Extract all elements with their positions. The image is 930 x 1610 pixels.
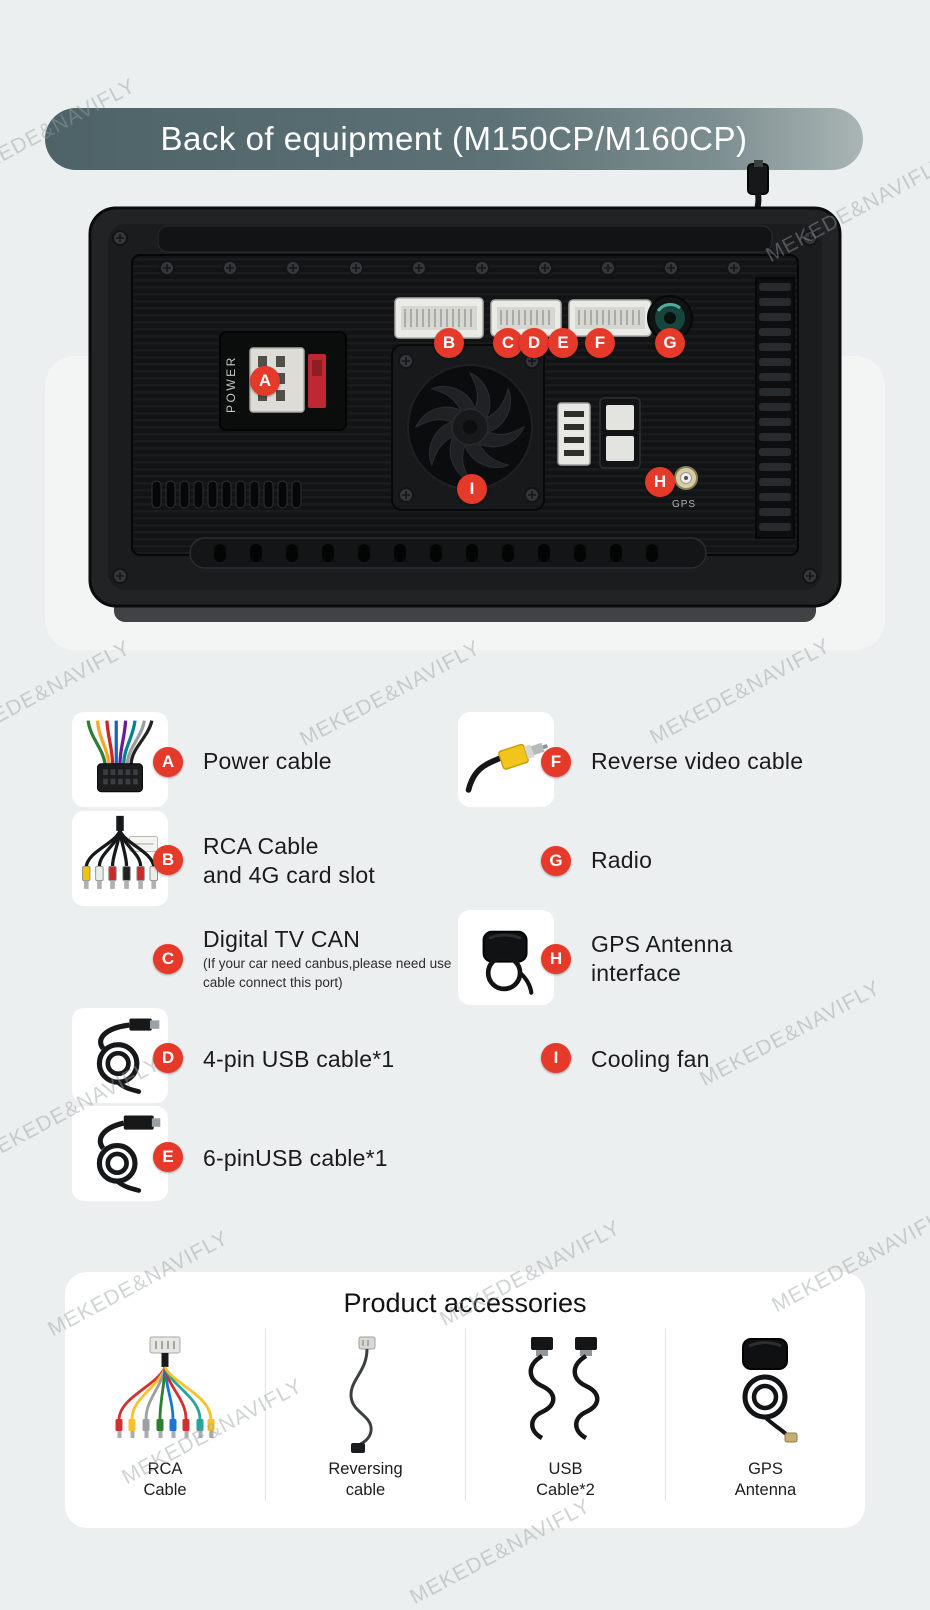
legend-label-e: 6-pinUSB cable*1 xyxy=(203,1145,388,1171)
cooling-fan xyxy=(391,344,545,511)
board-connectors xyxy=(557,397,641,469)
legend-badge-f: F xyxy=(541,747,571,777)
power-cable-image xyxy=(72,712,168,807)
top-bezel-bar xyxy=(157,225,773,253)
power-print: POWER xyxy=(224,355,238,413)
accessory-gps-antenna-label-line1: GPS xyxy=(748,1460,783,1478)
legend-label-h: GPS Antenna interface xyxy=(591,930,733,988)
reverse-video-icon xyxy=(465,742,549,793)
gps-print: GPS xyxy=(672,499,696,510)
page-title: Back of equipment (M150CP/M160CP) xyxy=(160,120,748,157)
accessory-rca-cable-label-line1: RCA xyxy=(147,1460,183,1478)
rca-cable-icon xyxy=(82,815,158,889)
legend-label-f: Reverse video cable xyxy=(591,748,804,774)
antenna-plug-tip xyxy=(754,160,763,167)
callout-a: A xyxy=(250,366,280,396)
antenna-plug xyxy=(747,163,769,195)
legend-badge-b: B xyxy=(153,845,183,875)
device-photo: POWER xyxy=(72,160,858,640)
gps-connector: GPS xyxy=(672,466,698,510)
device-back-illustration: POWER xyxy=(88,160,842,622)
bottom-slot-strip xyxy=(189,537,707,569)
usb4-cable-image xyxy=(72,1008,168,1103)
legend-label-b: RCA Cable and 4G card slot xyxy=(203,832,375,890)
gps-antenna-image xyxy=(458,910,554,1005)
legend-label-h-line2: interface xyxy=(591,960,682,986)
legend-label-h-line1: GPS Antenna xyxy=(591,931,733,957)
callout-b: B xyxy=(434,328,464,358)
legend-badge-c: C xyxy=(153,944,183,974)
accessory-reversing-cable-icon xyxy=(348,1336,375,1453)
legend-badge-i: I xyxy=(541,1043,571,1073)
accessory-rca-cable: RCA Cable xyxy=(65,1329,265,1501)
banner: Back of equipment (M150CP/M160CP) xyxy=(45,108,863,170)
watermark-text: MEKEDE&NAVIFLY xyxy=(696,976,885,1091)
accessory-reversing-cable-label-line2: cable xyxy=(345,1481,386,1499)
vent-slots xyxy=(151,480,302,509)
legend-label-b-line2: and 4G card slot xyxy=(203,862,375,888)
legend-label-g: Radio xyxy=(591,847,653,873)
legend-label-b-line1: RCA Cable xyxy=(203,833,319,859)
watermark-text: MEKEDE&NAVIFLY xyxy=(646,634,835,749)
accessory-usb-cable-icon xyxy=(528,1337,599,1440)
accessory-usb-cable-label-line2: Cable*2 xyxy=(536,1481,595,1499)
accessories-title: Product accessories xyxy=(343,1288,587,1318)
legend-badge-h: H xyxy=(541,944,571,974)
harness-connector-ef xyxy=(568,299,652,337)
power-socket: POWER xyxy=(219,331,347,431)
callout-g: G xyxy=(655,328,685,358)
callout-d: D xyxy=(519,328,549,358)
usb6-cable-image xyxy=(72,1106,168,1201)
reverse-video-image xyxy=(458,712,554,807)
callout-e: E xyxy=(548,328,578,358)
rca-cable-image xyxy=(72,811,168,906)
usb-6pin-icon xyxy=(96,1115,161,1193)
legend-badge-g: G xyxy=(541,846,571,876)
watermark-text: MEKEDE&NAVIFLY xyxy=(296,636,485,751)
accessory-usb-cable-label-line1: USB xyxy=(548,1460,583,1478)
legend-badge-d: D xyxy=(153,1043,183,1073)
accessory-reversing-cable-label-line1: Reversing xyxy=(328,1460,403,1478)
callout-i: I xyxy=(457,474,487,504)
power-cable-icon xyxy=(86,720,154,793)
legend-badge-e: E xyxy=(153,1142,183,1172)
accessory-rca-cable-label-line2: Cable xyxy=(143,1481,187,1499)
accessory-gps-antenna-label: GPS Antenna xyxy=(735,1459,796,1501)
legend-label-a: Power cable xyxy=(203,748,332,774)
accessory-gps-antenna: GPS Antenna xyxy=(665,1329,865,1501)
accessory-reversing-cable-label: Reversing cable xyxy=(328,1459,402,1501)
accessory-usb-cable-label: USB Cable*2 xyxy=(536,1459,595,1501)
harness-connector-cd xyxy=(490,299,562,337)
accessory-usb-cable: USB Cable*2 xyxy=(465,1329,665,1501)
accessories-card: Product accessories xyxy=(65,1272,865,1528)
legend-badge-a: A xyxy=(153,747,183,777)
gps-antenna-icon xyxy=(482,930,534,995)
accessory-gps-antenna-icon xyxy=(741,1338,797,1443)
legend-label-i: Cooling fan xyxy=(591,1046,710,1072)
callout-c: C xyxy=(493,328,523,358)
legend-label-c: Digital TV CAN xyxy=(203,926,361,952)
callout-f: F xyxy=(585,328,615,358)
heatsink-fins xyxy=(755,277,795,539)
legend-label-d: 4-pin USB cable*1 xyxy=(203,1046,395,1072)
usb-4pin-icon xyxy=(96,1018,160,1094)
accessory-rca-cable-icon xyxy=(115,1336,215,1438)
accessory-gps-antenna-label-line2: Antenna xyxy=(734,1481,797,1499)
accessory-reversing-cable: Reversing cable xyxy=(265,1329,465,1501)
legend-note-c: (If your car need canbus,please need use… xyxy=(203,956,452,990)
callout-h: H xyxy=(645,467,675,497)
radio-antenna-socket xyxy=(647,295,693,341)
harness-connector-b xyxy=(394,297,484,339)
accessories-row: RCA Cable Reversing cable xyxy=(65,1329,865,1501)
accessory-rca-cable-label: RCA Cable xyxy=(143,1459,186,1501)
